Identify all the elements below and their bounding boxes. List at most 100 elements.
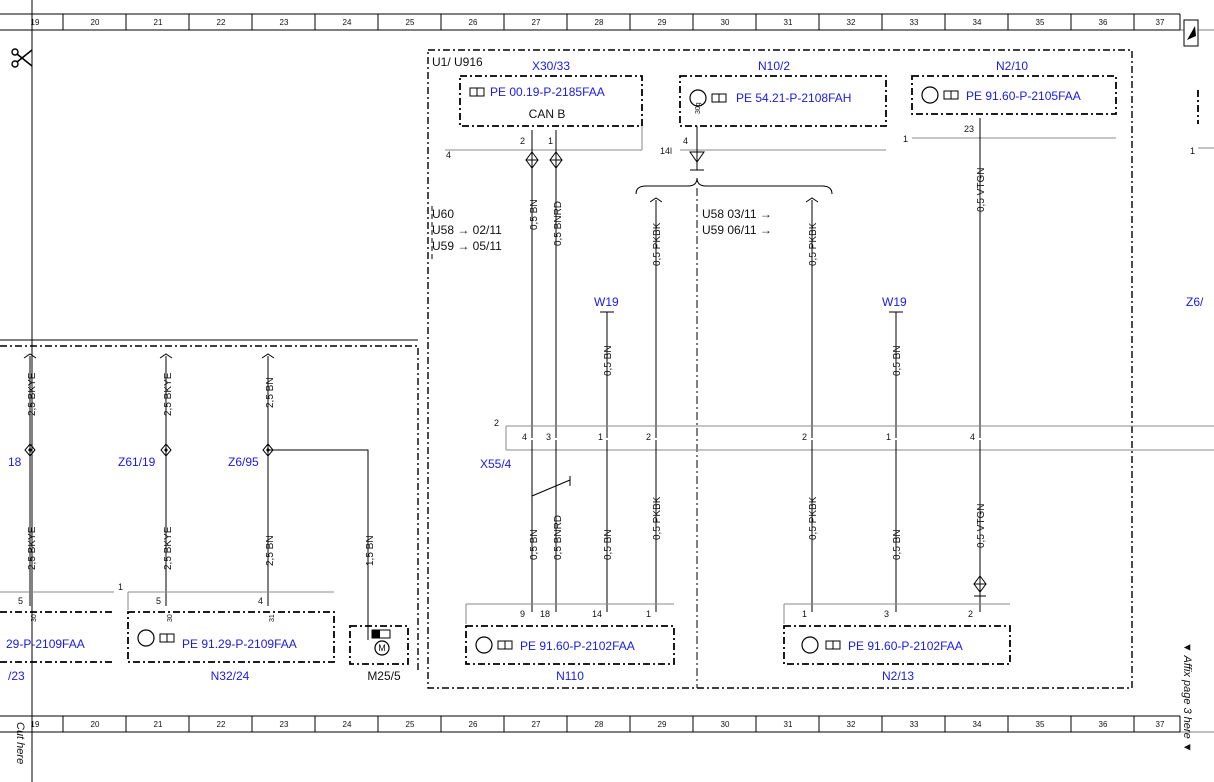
ruler-bottom-21: 21: [154, 720, 163, 729]
n32-24-label: N32/24: [211, 669, 250, 683]
cut-here-label: Cut here: [14, 722, 26, 764]
pin-n32-30a: 30: [31, 614, 38, 622]
component-n110[interactable]: 9 18 14 1 PE 91.60-P-2102FAA N110: [465, 603, 675, 683]
ruler-bottom-24: 24: [343, 720, 352, 729]
z6-right-label: Z6/: [1186, 295, 1204, 309]
bottom-ruler: 19 20 21 22 23 24 25 26 27 28 29 30 31 3…: [0, 715, 1214, 733]
wire-label-w3: 2,5 BN: [265, 377, 276, 408]
component-n2-13[interactable]: 1 3 2 PE 91.60-P-2102FAA N2/13: [783, 603, 1011, 683]
wire-label-w20: 0,5 BN: [892, 529, 903, 560]
note-u59-right: U59 06/11 →: [702, 223, 772, 237]
ruler-bottom-35: 35: [1036, 720, 1045, 729]
wire-label-w19: 0,5 PKBK: [808, 496, 819, 540]
pin-n213-2: 2: [968, 609, 973, 619]
ruler-top-23: 23: [280, 18, 289, 27]
component-m25-5[interactable]: M M25/5: [349, 625, 409, 683]
pin-n10-14l: 14l: [660, 146, 672, 156]
ruler-top-27: 27: [532, 18, 541, 27]
n110-ref[interactable]: PE 91.60-P-2102FAA: [520, 639, 635, 653]
pin-n213-3: 3: [884, 609, 889, 619]
ruler-top-34: 34: [973, 18, 982, 27]
ruler-top-36: 36: [1099, 18, 1108, 27]
wire-label-w18: 0,5 PKBK: [652, 496, 663, 540]
ruler-top-19: 19: [31, 18, 40, 27]
component-n2-10[interactable]: N2/10 PE 91.60-P-2105FAA 1 23: [903, 59, 1117, 144]
z6-95-label: Z6/95: [228, 455, 259, 469]
upper-wires: [525, 118, 981, 438]
ruler-bottom-34: 34: [973, 720, 982, 729]
w19-right-label: W19: [882, 295, 907, 309]
ruler-top-25: 25: [406, 18, 415, 27]
n2-10-ref[interactable]: PE 91.60-P-2105FAA: [966, 89, 1081, 103]
motor-icon: [374, 640, 390, 656]
group-title: U1/ U916: [432, 55, 483, 69]
transistor-icon: [801, 636, 819, 654]
scissors-icon: [11, 48, 33, 68]
book-icon: [711, 93, 727, 103]
ruler-top-31: 31: [784, 18, 793, 27]
pin-x55-3: 3: [546, 432, 551, 442]
ruler-top-37: 37: [1156, 18, 1165, 27]
pin-n32-30b: 30: [167, 614, 174, 622]
component-x30-33[interactable]: X30/33 PE 00.19-P-2185FAA CAN B 4 2 1: [445, 59, 643, 160]
wire-label-w4: 2,5 BKYE: [27, 526, 38, 570]
n2-13-ref[interactable]: PE 91.60-P-2102FAA: [848, 639, 963, 653]
pin-x30-2: 2: [520, 136, 525, 146]
pin-n10-30g: 30g: [695, 102, 702, 114]
pin-x55-2b: 2: [802, 432, 807, 442]
pin-n10-4: 4: [683, 136, 688, 146]
component-n10-2[interactable]: N10/2 PE 54.21-P-2108FAH 4 30g 14l: [660, 59, 887, 156]
ruler-bottom-30: 30: [721, 720, 730, 729]
ruler-bottom-28: 28: [595, 720, 604, 729]
note-u59-left: U59 → 05/11: [432, 239, 502, 253]
lower-wires: [531, 440, 987, 612]
z-partial-label: 18: [8, 455, 22, 469]
n10-2-ref[interactable]: PE 54.21-P-2108FAH: [736, 91, 851, 105]
ruler-top-20: 20: [91, 18, 100, 27]
ruler-bottom-27: 27: [532, 720, 541, 729]
ruler-bottom-20: 20: [91, 720, 100, 729]
wire-label-w11: 0,5 PKBK: [808, 222, 819, 266]
book-icon: [497, 640, 513, 650]
transistor-icon: [475, 636, 493, 654]
wire-label-w10: 0,5 PKBK: [652, 222, 663, 266]
ruler-bottom-29: 29: [658, 720, 667, 729]
wire-label-w16: 0,5 BNRD: [553, 515, 564, 560]
pin-x55-1a: 1: [598, 432, 603, 442]
ruler-top-28: 28: [595, 18, 604, 27]
z61-19-label: Z61/19: [118, 455, 156, 469]
n32-24-ref[interactable]: PE 91.29-P-2109FAA: [182, 637, 297, 651]
n110-label: N110: [556, 669, 584, 683]
n32-partial-label: /23: [8, 669, 25, 683]
book-icon: [943, 90, 959, 100]
ruler-top-35: 35: [1036, 18, 1045, 27]
n32-partial-ref[interactable]: 29-P-2109FAA: [6, 637, 85, 651]
ruler-top-30: 30: [721, 18, 730, 27]
pin-x55-4b: 4: [970, 432, 975, 442]
wire-label-w21: 0,5 VTGN: [976, 504, 987, 548]
top-ruler: 19 20 21 22 23 24 25 26 27 28 29 30 31 3…: [0, 13, 1214, 31]
pin-x30-4: 4: [446, 150, 451, 160]
component-n32-24[interactable]: 1 5 4 30 31 PE 91.29-P-2109FAA N32/24: [118, 582, 335, 683]
book-icon: [469, 87, 485, 97]
wire-label-w12: 0,5 VTGN: [976, 168, 987, 212]
ruler-top-21: 21: [154, 18, 163, 27]
x55-4-label: X55/4: [480, 457, 512, 471]
transistor-icon: [137, 629, 155, 647]
group-box-left: [0, 345, 419, 670]
wire-label-w14: 0,5 BN: [892, 345, 903, 376]
component-n32-partial[interactable]: 5 30 29-P-2109FAA /23: [0, 591, 114, 683]
connector-x55-4[interactable]: 2 X55/4 4 3 1 2 2 1 4: [480, 418, 1214, 471]
pin-x55-1b: 1: [886, 432, 891, 442]
glue-tab-icon: [1183, 19, 1199, 47]
pin-n32-1: 1: [118, 582, 123, 592]
transistor-icon: [689, 89, 707, 107]
x30-33-ref[interactable]: PE 00.19-P-2185FAA: [490, 85, 605, 99]
wire-label-w1: 2,5 BKYE: [27, 372, 38, 416]
pin-n110-1: 1: [646, 609, 651, 619]
affix-page-label: ▼ Affix page 3 here ▼: [1181, 642, 1193, 753]
ruler-top-29: 29: [658, 18, 667, 27]
ruler-bottom-31: 31: [784, 720, 793, 729]
pin-x55-4a: 4: [522, 432, 527, 442]
